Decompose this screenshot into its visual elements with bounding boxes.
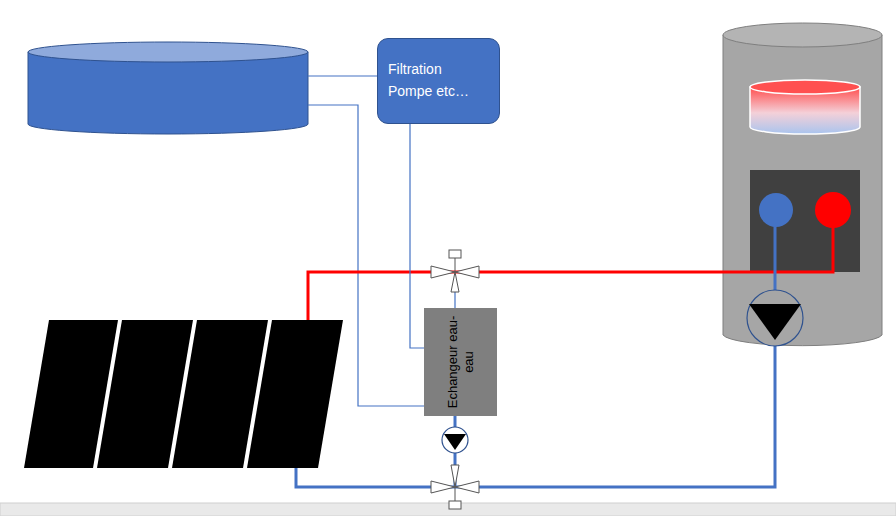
heat-exchanger-box: Echangeur eau-eau xyxy=(424,308,497,416)
node-label: Echangeur eau-eau xyxy=(445,314,476,410)
heat-pump-unit xyxy=(723,23,882,346)
node-label: Filtration Pompe etc… xyxy=(388,59,489,102)
solar-panels xyxy=(24,320,343,468)
three-way-valve xyxy=(431,250,479,292)
pipe-connector xyxy=(410,124,424,348)
cold-pipe xyxy=(296,226,775,487)
process-box: Filtration Pompe etc… xyxy=(377,38,500,124)
three-way-valve xyxy=(431,465,479,509)
bottom-bar xyxy=(0,503,896,516)
pool xyxy=(28,42,308,134)
cold-port xyxy=(759,193,793,227)
exchanger-pump xyxy=(442,427,468,453)
hot-port xyxy=(815,192,851,228)
circulation-pump xyxy=(747,290,803,346)
